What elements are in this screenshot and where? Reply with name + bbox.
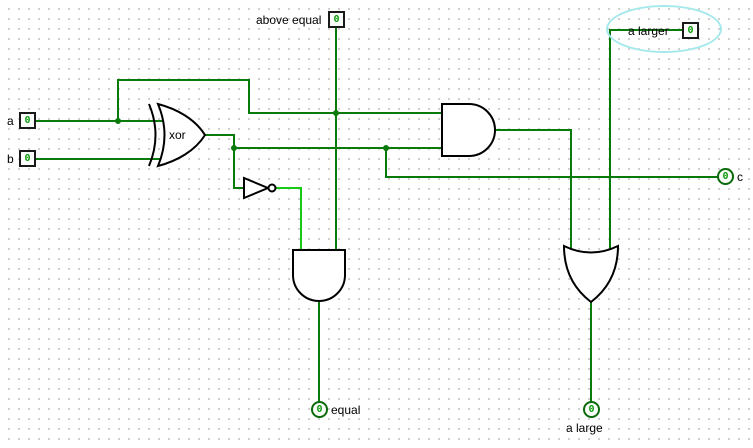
or-gate[interactable] [561, 243, 621, 305]
pin-above-equal-value: 0 [333, 14, 340, 25]
label-a: a [7, 114, 14, 128]
wire-to-c-output [385, 176, 718, 178]
wire-above-equal [335, 27, 337, 254]
pin-a-large-value: 0 [588, 404, 595, 415]
pin-b-value: 0 [24, 153, 31, 164]
wire-a-larger-to-or [609, 30, 611, 254]
output-pin-equal: 0 [311, 401, 328, 418]
output-pin-c: 0 [717, 168, 734, 185]
wire-a-branch-top [117, 79, 250, 81]
xor-gate[interactable] [145, 101, 211, 169]
label-c: c [737, 170, 743, 184]
label-b: b [7, 152, 14, 166]
wire-not-output-drop [300, 187, 302, 254]
junction-xor-out [231, 145, 237, 151]
output-pin-a-large: 0 [583, 401, 600, 418]
wire-xor-out-drop [233, 134, 235, 189]
label-equal: equal [331, 403, 361, 417]
wire-c-drop [385, 148, 387, 178]
label-above-equal: above equal [256, 13, 322, 27]
label-a-large: a large [566, 421, 603, 435]
input-pin-b[interactable]: 0 [19, 150, 36, 167]
wire-a-branch-up [117, 80, 119, 122]
not-gate[interactable] [241, 175, 281, 201]
and-gate-upper[interactable] [439, 101, 499, 161]
input-pin-above-equal[interactable]: 0 [328, 11, 345, 28]
wire-and1-bot-input [233, 147, 444, 149]
wire-equal-output [318, 300, 320, 402]
and-gate-lower[interactable] [289, 247, 349, 305]
junction-above-equal [333, 110, 339, 116]
wire-not-output [276, 187, 302, 189]
label-xor-gate: xor [169, 128, 186, 142]
wire-and1-top-input [249, 112, 444, 114]
input-pin-a[interactable]: 0 [19, 112, 36, 129]
wire-b-to-xor [36, 158, 168, 160]
wire-not-input [233, 187, 246, 189]
wire-and1-to-or [570, 130, 572, 254]
pin-c-value: 0 [722, 171, 729, 182]
wire-a-branch-drop [248, 80, 250, 114]
pin-equal-value: 0 [316, 404, 323, 415]
wire-xor-out [203, 134, 235, 136]
junction-c-branch [383, 145, 389, 151]
wire-a-large-output [590, 300, 592, 402]
junction-a-branch [115, 118, 121, 124]
wire-and1-output [494, 129, 572, 131]
highlight-ellipse-a-larger [606, 5, 722, 53]
pin-a-value: 0 [24, 115, 31, 126]
wire-a-to-xor [36, 120, 168, 122]
